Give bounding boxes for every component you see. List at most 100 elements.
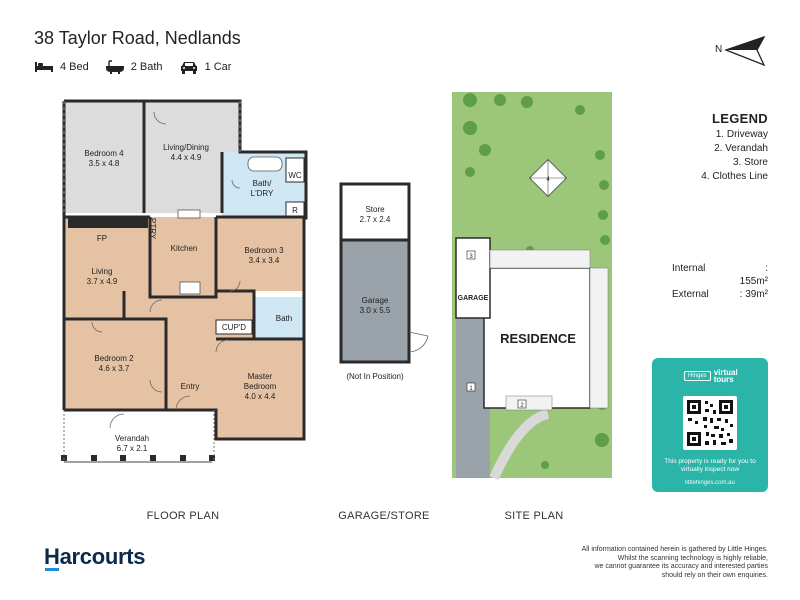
label-bedroom-4: Bedroom 4 xyxy=(84,149,124,158)
room-entry xyxy=(166,339,216,410)
fireplace-symbol xyxy=(68,218,148,228)
label-bath-laundry: Bath/ xyxy=(253,179,272,188)
label-pantry: PTRY xyxy=(148,218,157,240)
size-garage: 3.0 x 5.5 xyxy=(360,306,391,315)
site-driveway xyxy=(456,318,490,478)
size-bedroom-3: 3.4 x 3.4 xyxy=(249,256,280,265)
virtual-tour-url[interactable]: littlehinges.com.au xyxy=(685,480,735,486)
site-residence xyxy=(483,267,591,409)
marker-2: 2 xyxy=(520,403,524,409)
area-external-value: : 39m² xyxy=(739,289,768,300)
area-internal-value: : 155m² xyxy=(739,263,768,287)
size-master-bedroom: 4.0 x 4.4 xyxy=(245,392,276,401)
room-garage xyxy=(339,238,411,364)
room-store xyxy=(339,182,411,242)
feature-bed: 4 Bed xyxy=(34,61,89,73)
feature-car-label: 1 Car xyxy=(204,61,232,73)
label-bedroom-2: Bedroom 2 xyxy=(94,354,134,363)
property-features: 4 Bed 2 Bath 1 Car xyxy=(34,60,231,74)
site-path xyxy=(489,409,550,481)
virtual-tours-word: virtual tours xyxy=(713,368,738,384)
legend-item: 2. Verandah xyxy=(714,143,768,154)
size-living-dining: 4.4 x 4.9 xyxy=(171,153,202,162)
room-master-bedroom xyxy=(216,339,304,439)
disclaimer: All information contained herein is gath… xyxy=(528,546,768,580)
legend: LEGEND 1. Driveway 2. Verandah 3. Store … xyxy=(701,112,768,184)
area-external-label: External xyxy=(672,289,709,300)
feature-bath: 2 Bath xyxy=(105,60,163,74)
bath-icon xyxy=(105,60,125,74)
kitchen-sink xyxy=(177,209,201,219)
legend-title: LEGEND xyxy=(712,111,768,126)
size-bedroom-2: 4.6 x 3.7 xyxy=(99,364,130,373)
label-verandah: Verandah xyxy=(115,434,149,443)
size-bedroom-4: 3.5 x 4.8 xyxy=(89,159,120,168)
site-plan: 4 3 1 2 RESIDENCE GARAGE xyxy=(452,92,612,481)
label-bath-laundry-2: L'DRY xyxy=(251,189,274,198)
marker-4: 4 xyxy=(546,177,550,183)
hinges-logo: Hinges xyxy=(684,371,711,381)
harcourts-logo: Harcourts xyxy=(44,544,146,569)
marker-1: 1 xyxy=(469,386,473,392)
north-label: N xyxy=(715,44,722,55)
label-bedroom-3: Bedroom 3 xyxy=(244,246,284,255)
label-living-dining: Living/Dining xyxy=(163,143,209,152)
label-bath: Bath xyxy=(276,314,292,323)
room-bedroom-2 xyxy=(64,319,166,410)
bathtub-symbol xyxy=(247,156,283,172)
area-external: External : 39m² xyxy=(672,288,768,301)
virtual-tour-tag1: virtual xyxy=(713,368,738,377)
harcourts-logo-accent xyxy=(45,568,59,571)
label-wc: WC xyxy=(288,171,302,180)
virtual-tour-brand: Hinges virtual tours xyxy=(684,368,738,384)
label-residence: RESIDENCE xyxy=(500,331,576,346)
section-label-site-plan: SITE PLAN xyxy=(505,510,564,522)
virtual-tour-text: This property is ready for you to virtua… xyxy=(664,458,756,473)
room-bedroom-3 xyxy=(216,217,304,291)
disclaimer-line: we cannot guarantee its accuracy and int… xyxy=(594,563,768,571)
car-icon xyxy=(179,60,199,74)
room-bedroom-4 xyxy=(64,101,144,213)
legend-item: 3. Store xyxy=(732,157,768,168)
size-store: 2.7 x 2.4 xyxy=(360,215,391,224)
label-site-garage: GARAGE xyxy=(458,295,489,302)
virtual-tour-card[interactable]: Hinges virtual tours This property is re… xyxy=(652,358,768,492)
label-not-in-position: (Not In Position) xyxy=(346,372,404,381)
disclaimer-line: All information contained herein is gath… xyxy=(581,546,768,553)
legend-item: 4. Clothes Line xyxy=(701,171,768,182)
disclaimer-line: Whilst the scanning technology is highly… xyxy=(617,554,768,562)
property-address: 38 Taylor Road, Nedlands xyxy=(34,28,241,48)
area-summary: Internal : 155m² External : 39m² xyxy=(672,262,768,301)
clothes-line: 4 xyxy=(529,159,567,197)
label-fireplace: FP xyxy=(97,234,107,243)
area-internal: Internal : 155m² xyxy=(672,262,768,288)
label-garage: Garage xyxy=(362,296,389,305)
size-living: 3.7 x 4.9 xyxy=(87,277,118,286)
disclaimer-line: should rely on their own enquiries. xyxy=(661,571,768,579)
kitchen-stove xyxy=(179,281,201,295)
label-master-bedroom-2: Bedroom xyxy=(244,382,277,391)
legend-item: 1. Driveway xyxy=(715,129,768,140)
label-living: Living xyxy=(92,267,113,276)
feature-car: 1 Car xyxy=(179,60,232,74)
room-verandah xyxy=(64,410,214,462)
section-label-floor-plan: FLOOR PLAN xyxy=(147,510,220,522)
feature-bed-label: 4 Bed xyxy=(60,61,89,73)
site-garage xyxy=(455,237,491,319)
label-kitchen: Kitchen xyxy=(171,244,198,253)
room-bath xyxy=(254,297,304,339)
qr-code-icon[interactable] xyxy=(683,396,737,450)
label-cupboard: CUP'D xyxy=(222,323,246,332)
marker-3: 3 xyxy=(469,254,473,260)
label-r: R xyxy=(292,206,298,215)
label-store: Store xyxy=(365,205,385,214)
garage-store-plan: Store 2.7 x 2.4 Garage 3.0 x 5.5 (Not In… xyxy=(339,182,429,381)
label-master-bedroom: Master xyxy=(248,372,273,381)
floor-plan: Bedroom 4 3.5 x 4.8 Living/Dining 4.4 x … xyxy=(61,99,308,463)
label-entry: Entry xyxy=(181,382,200,391)
virtual-tour-tag2: tours xyxy=(713,375,734,384)
north-arrow: N xyxy=(714,34,768,68)
area-internal-label: Internal xyxy=(672,263,706,274)
bed-icon xyxy=(34,61,54,73)
